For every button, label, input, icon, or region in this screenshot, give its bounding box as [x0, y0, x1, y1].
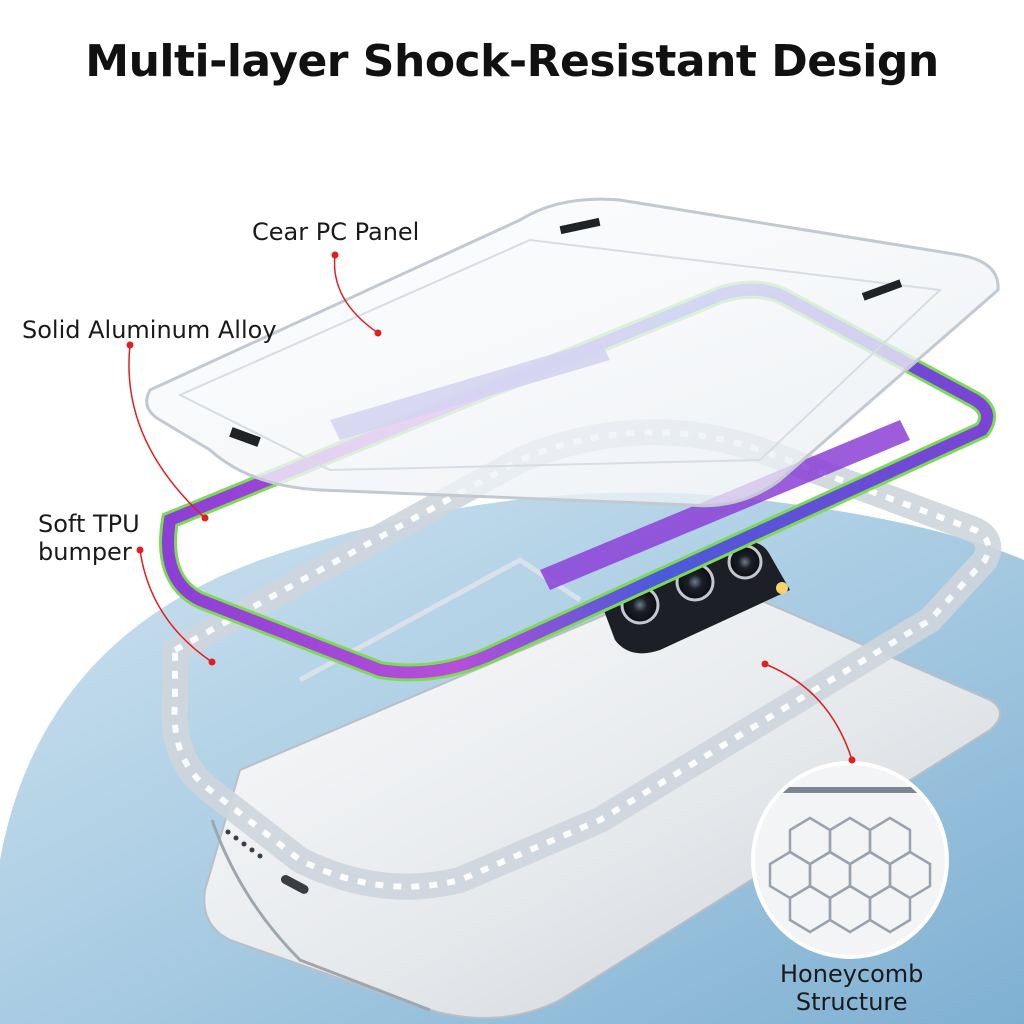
button-cutout	[861, 279, 903, 301]
page-title: Multi-layer Shock-Resistant Design	[85, 36, 939, 87]
button-cutout	[559, 217, 601, 235]
label-tpu-line2: bumper	[38, 538, 132, 566]
leader-dots	[126, 251, 856, 764]
label-honeycomb: Honeycomb Structure	[780, 960, 923, 1016]
usb-port	[280, 875, 309, 894]
label-honeycomb-line2: Structure	[795, 988, 908, 1016]
label-clear-pc-panel: Cear PC Panel	[252, 218, 420, 246]
clear-pc-panel	[145, 197, 1000, 508]
speaker-grille	[225, 829, 263, 859]
honeycomb-zoom	[751, 761, 949, 959]
label-honeycomb-line1: Honeycomb	[780, 960, 924, 988]
button-cutout	[229, 427, 261, 447]
leader-lines	[128, 254, 853, 761]
label-tpu-bumper: Soft TPU bumper	[38, 510, 140, 566]
label-tpu-line1: Soft TPU	[38, 510, 140, 538]
label-aluminum-alloy: Solid Aluminum Alloy	[22, 316, 277, 344]
